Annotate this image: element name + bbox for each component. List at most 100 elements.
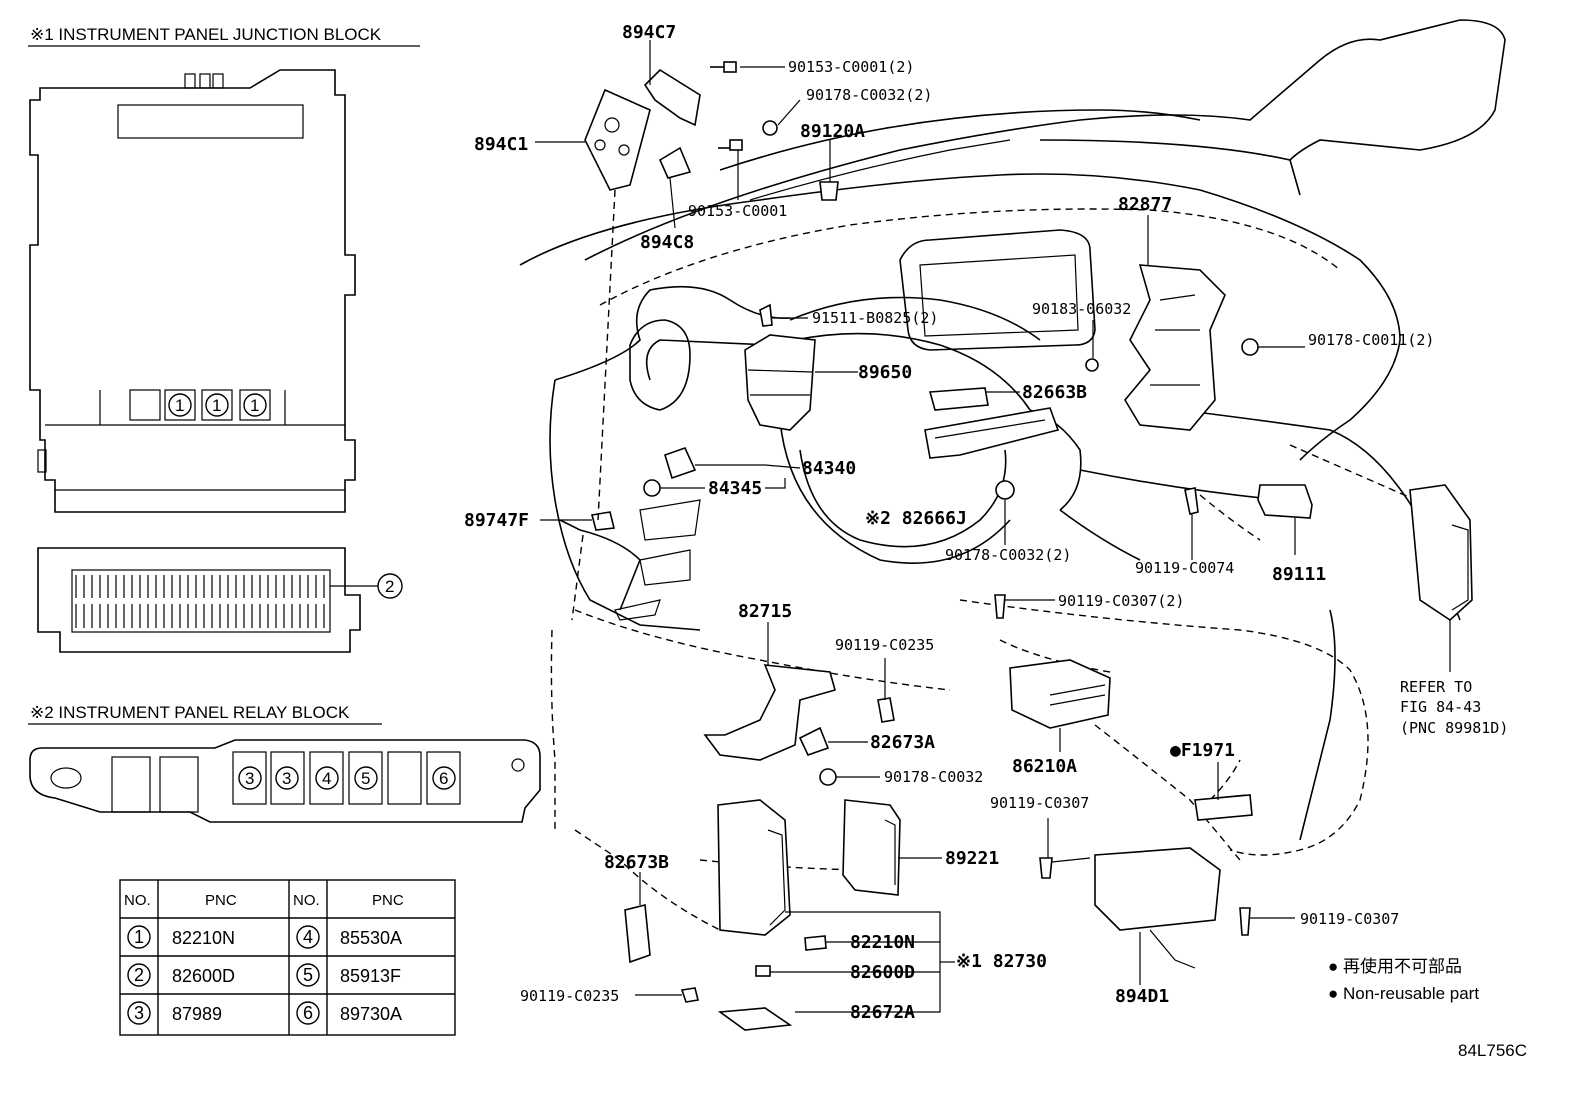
circled-6 — [432, 766, 456, 790]
part-89111 — [1257, 484, 1313, 519]
label-894C1: 894C1 — [474, 134, 528, 155]
label-82715: 82715 — [738, 601, 792, 622]
refer-line-1: REFER TO — [1400, 678, 1472, 696]
label-90178-c0011: 90178-C0011(2) — [1308, 331, 1434, 349]
circled-1-b-text: 1 — [212, 396, 221, 415]
table-row-3-no-a: 3 — [134, 1003, 144, 1023]
part-82673B — [624, 903, 651, 964]
table-header-no-a: NO. — [124, 892, 151, 909]
circled-3-a-text: 3 — [245, 769, 254, 788]
label-90119-c0307-2: 90119-C0307(2) — [1058, 592, 1184, 610]
label-82663B: 82663B — [1022, 382, 1087, 403]
legend-non-reusable-jp: ● 再使用不可部品 — [1328, 956, 1462, 976]
figure-code: 84L756C — [1458, 1041, 1527, 1060]
table-header-pnc-b: PNC — [372, 892, 404, 909]
label-82730: ※1 82730 — [956, 951, 1047, 972]
refer-line-3: (PNC 89981D) — [1400, 719, 1508, 737]
part-86210A — [1009, 659, 1111, 729]
clip-89120A — [819, 181, 839, 201]
circled-4 — [315, 766, 339, 790]
clip-91511 — [759, 303, 773, 327]
circled-2-text: 2 — [385, 577, 394, 596]
table-header-pnc-a: PNC — [205, 892, 237, 909]
junction-block-drawing: 1 1 1 — [29, 69, 356, 513]
circled-1-a-text: 1 — [175, 396, 184, 415]
part-89747F — [591, 511, 615, 531]
label-82666J: ※2 82666J — [865, 508, 967, 529]
part-84340 — [664, 447, 697, 480]
clip-90183 — [1085, 358, 1099, 372]
nut-90178-c0032 — [819, 768, 837, 786]
label-90183: 90183-06032 — [1032, 300, 1131, 318]
label-F1971: ●F1971 — [1170, 740, 1235, 761]
label-90119-c0235-b: 90119-C0235 — [520, 987, 619, 1005]
bolt-90153-c0001 — [718, 139, 743, 151]
label-894C8: 894C8 — [640, 232, 694, 253]
label-82672A: 82672A — [850, 1002, 915, 1023]
circled-3-a — [238, 766, 262, 790]
label-90153-c0001-2: 90153-C0001(2) — [788, 58, 914, 76]
part-F1971 — [1194, 794, 1253, 821]
part-894C7 — [643, 68, 701, 127]
label-90178-c0032: 90178-C0032 — [884, 768, 983, 786]
label-90119-c0235-a: 90119-C0235 — [835, 636, 934, 654]
part-82210N — [804, 935, 827, 951]
label-90119-c0074: 90119-C0074 — [1135, 559, 1234, 577]
label-89221: 89221 — [945, 848, 999, 869]
table-row-3-pnc-a: 87989 — [172, 1004, 222, 1024]
table-row-3-pnc-b: 89730A — [340, 1004, 402, 1024]
part-894C8 — [658, 146, 692, 179]
table-row-2-no-a: 2 — [134, 965, 144, 985]
label-84340: 84340 — [802, 458, 856, 479]
label-894C7: 894C7 — [622, 22, 676, 43]
bolt-90119-c0307-a — [1039, 857, 1053, 879]
circled-5-text: 5 — [361, 769, 370, 788]
label-89111: 89111 — [1272, 564, 1326, 585]
relay-block-heading: ※2 INSTRUMENT PANEL RELAY BLOCK — [30, 703, 350, 722]
label-91511: 91511-B0825(2) — [812, 309, 938, 327]
part-82672A — [717, 1007, 793, 1031]
part-894D1 — [1094, 847, 1221, 969]
circled-3-b-text: 3 — [282, 769, 291, 788]
label-90178-c0032-2a: 90178-C0032(2) — [806, 86, 932, 104]
junction-connector-drawing: 2 — [37, 547, 403, 653]
label-90119-c0307-a: 90119-C0307 — [990, 794, 1089, 812]
bolt-90153-c0001-2 — [710, 61, 737, 73]
table-row-1-no-b: 4 — [303, 927, 313, 947]
label-90153-c0001: 90153-C0001 — [688, 202, 787, 220]
circled-5 — [354, 766, 378, 790]
label-894D1: 894D1 — [1115, 986, 1169, 1007]
part-82730 — [717, 799, 791, 936]
circled-6-text: 6 — [439, 769, 448, 788]
part-89981D — [1409, 484, 1473, 622]
circled-1-b — [205, 393, 229, 417]
table-row-2-pnc-a: 82600D — [172, 966, 235, 986]
label-84345: 84345 — [708, 478, 762, 499]
part-894C1 — [584, 88, 651, 191]
table-row-1-pnc-a: 82210N — [172, 928, 235, 948]
leader-lines — [535, 40, 1451, 1013]
bolt-90119-c0235-a — [877, 697, 895, 723]
part-labels: 894C7 90153-C0001(2) 90178-C0032(2) 894C… — [464, 22, 1508, 1023]
part-82715 — [703, 664, 836, 761]
part-82877 — [1124, 264, 1226, 431]
part-82663B — [928, 387, 989, 411]
clip-84345 — [643, 479, 661, 497]
part-82600D — [755, 965, 771, 977]
label-82673A: 82673A — [870, 732, 935, 753]
label-90119-c0307-b: 90119-C0307 — [1300, 910, 1399, 928]
part-89221 — [842, 799, 901, 896]
nut-90178-c0011 — [1241, 338, 1259, 356]
label-89120A: 89120A — [800, 121, 865, 142]
circled-2 — [377, 573, 403, 599]
table-row-1-pnc-b: 85530A — [340, 928, 402, 948]
table-row-3-no-b: 6 — [303, 1003, 313, 1023]
label-82877: 82877 — [1118, 194, 1172, 215]
legend-non-reusable-en: ● Non-reusable part — [1328, 984, 1479, 1003]
junction-block-heading: ※1 INSTRUMENT PANEL JUNCTION BLOCK — [30, 25, 382, 44]
bolt-90119-c0074 — [1184, 487, 1199, 515]
nut-90178-c0032-2b — [995, 480, 1015, 500]
circled-1-a — [168, 393, 192, 417]
circled-3-b — [275, 766, 299, 790]
